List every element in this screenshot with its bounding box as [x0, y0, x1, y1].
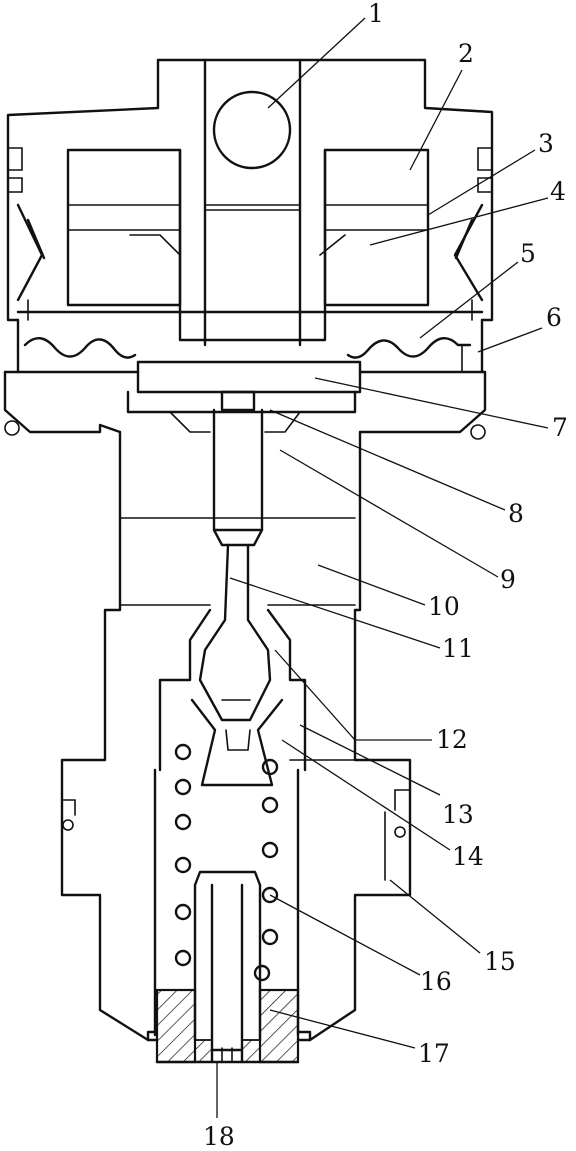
valve-seat — [158, 608, 307, 787]
stem-bore — [178, 58, 327, 347]
push-rod — [198, 390, 272, 722]
label-5: 5 — [520, 239, 536, 268]
label-4: 4 — [550, 177, 566, 206]
body-flange — [3, 360, 487, 440]
spring — [174, 743, 279, 982]
ball — [212, 90, 292, 170]
label-10: 10 — [428, 592, 460, 621]
label-8: 8 — [508, 499, 524, 528]
diaphragm-housing — [16, 310, 484, 374]
outlet-tube — [193, 870, 262, 1052]
label-3: 3 — [538, 129, 554, 158]
label-6: 6 — [546, 303, 562, 332]
label-14: 14 — [452, 842, 484, 871]
label-7: 7 — [552, 413, 568, 442]
label-13: 13 — [442, 800, 474, 829]
label-9: 9 — [500, 565, 516, 594]
bushing-hatched — [146, 988, 312, 1064]
label-2: 2 — [458, 39, 474, 68]
label-18: 18 — [203, 1122, 235, 1151]
label-12: 12 — [436, 725, 468, 754]
part-labels: 1 2 3 4 5 6 7 8 9 10 11 12 13 14 15 16 1… — [203, 0, 568, 1151]
top-cap — [6, 58, 494, 322]
label-17: 17 — [418, 1039, 450, 1068]
label-15: 15 — [484, 947, 516, 976]
leader-lines — [216, 17, 549, 1118]
label-16: 16 — [420, 967, 452, 996]
left-piston-block — [66, 148, 182, 307]
right-piston-block — [319, 148, 430, 307]
valve-body — [60, 430, 412, 1042]
label-1: 1 — [368, 0, 384, 28]
label-11: 11 — [442, 634, 474, 663]
side-seals — [16, 203, 484, 321]
